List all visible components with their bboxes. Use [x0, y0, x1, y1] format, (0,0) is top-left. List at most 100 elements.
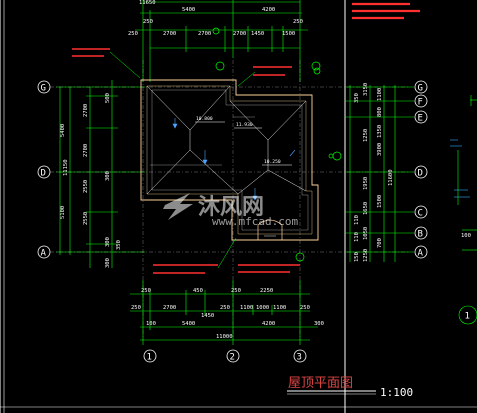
right-col1-4: 1050: [363, 227, 369, 240]
bot-r2-1: 1450: [201, 313, 214, 319]
bot-r2-6: 250: [300, 305, 310, 311]
right-col2-1: 800: [377, 107, 383, 117]
far-right-value: 100: [461, 233, 471, 239]
bot-r3-2: 4200: [262, 321, 275, 327]
roof-ridges: [146, 85, 307, 195]
top-dim-250b: 250: [293, 19, 303, 25]
top-markers: [212, 27, 321, 75]
drawing-scale: 1:100: [380, 386, 413, 399]
left-outer-1: 5100: [60, 206, 66, 219]
drawing-title: 屋顶平面图: [288, 376, 353, 391]
bot-r1-0: 250: [141, 288, 151, 294]
axis-left-g: G: [41, 84, 46, 94]
right-dimensions: [345, 85, 414, 262]
callout-labels: [72, 48, 300, 274]
top-total: 11650: [139, 0, 156, 6]
axis-right-f: F: [418, 98, 423, 108]
left-small-4: 350: [116, 240, 122, 250]
watermark-url: www.mfcad.com: [212, 215, 298, 228]
side-axis-bubble-1: 1: [465, 312, 470, 322]
bot-r2-2: 250: [220, 305, 230, 311]
general-notes: [352, 2, 420, 20]
axis-right-a: A: [418, 249, 424, 259]
left-total: 11150: [63, 159, 69, 176]
axis-right-d: D: [418, 169, 423, 179]
bot-r2-0: 250: [131, 305, 141, 311]
right-col1-1: 1250: [363, 129, 369, 142]
bot-r3-3: 300: [314, 321, 324, 327]
left-outer-0: 5400: [60, 124, 66, 137]
left-small-2: 300: [105, 237, 111, 247]
right-col1-2: 1950: [363, 177, 369, 190]
right-col2-2: 1350: [377, 125, 383, 138]
axis-bottom-1: 1: [147, 353, 152, 363]
left-dimensions: [56, 80, 145, 268]
top-dim-r2-2: 2700: [198, 31, 211, 37]
axis-right-b: B: [418, 230, 423, 240]
top-dim-r2-4: 2700: [233, 31, 246, 37]
elev-10800: 10.800: [196, 116, 213, 122]
dormer: [257, 219, 283, 240]
bot-r3-1: 5400: [182, 321, 195, 327]
watermark-brand: 沐风网: [198, 195, 264, 220]
elev-11930: 11.930: [236, 122, 253, 128]
slope-arrows: [172, 118, 296, 201]
bot-r1-4: 250: [231, 288, 241, 294]
elevation-marks: [195, 121, 292, 166]
right-col2-4: 1500: [377, 195, 383, 208]
axis-left-a: A: [41, 249, 47, 259]
elev-10250: 10.250: [264, 159, 281, 165]
axis-right-g: G: [418, 84, 423, 94]
right-small-1: 110: [354, 232, 360, 242]
bot-r1-1: 2700: [163, 305, 176, 311]
axis-right-e: E: [418, 114, 423, 124]
watermark: 沐风网 www.mfcad.com: [163, 193, 298, 228]
top-dim-250a: 250: [143, 19, 153, 25]
bot-r3-0: 100: [146, 321, 156, 327]
bot-r2-4: 1000: [256, 305, 269, 311]
left-inner-1: 2700: [83, 144, 89, 157]
roof-outline: [140, 79, 319, 241]
right-col2-3: 3900: [377, 143, 383, 156]
top-dimensions: [135, 0, 308, 82]
left-axis-bubbles: [37, 80, 51, 259]
right-small-0: 350: [354, 93, 360, 103]
top-dim-5400: 5400: [182, 7, 195, 13]
right-axis-bubbles: [414, 80, 428, 259]
right-small-2: 110: [354, 215, 360, 225]
axis-bottom-2: 2: [230, 353, 235, 363]
axis-bottom-3: 3: [297, 353, 302, 363]
bot-r1-2: 450: [193, 288, 203, 294]
top-dim-r2-0: 250: [128, 31, 138, 37]
right-col1-5: 1250: [363, 249, 369, 262]
watermark-logo-icon: [163, 193, 193, 220]
axis-left-d: D: [41, 169, 46, 179]
left-inner-2: 2550: [83, 180, 89, 193]
top-dim-r2-3: 1450: [251, 31, 264, 37]
plan-markers: [295, 151, 342, 262]
right-col1-3: 1650: [363, 202, 369, 215]
right-col2-5: 700: [377, 238, 383, 248]
left-small-1: 300: [105, 171, 111, 181]
left-inner-0: 2700: [83, 104, 89, 117]
detail-fragments: [450, 95, 477, 325]
bot-r1-3: 2250: [260, 288, 273, 294]
left-small-0: 500: [105, 93, 111, 103]
bot-r2-3: 1100: [240, 305, 253, 311]
bottom-axis-bubbles: [143, 349, 307, 363]
right-col2-0: 1100: [377, 88, 383, 101]
bot-r2-5: 1100: [273, 305, 286, 311]
bottom-dimensions: [130, 280, 318, 345]
right-total: 11600: [388, 169, 394, 186]
top-dim-r2-1: 2700: [163, 31, 176, 37]
right-col1-0: 3150: [363, 83, 369, 96]
callout-leaders: [109, 51, 256, 269]
axis-right-c: C: [418, 209, 423, 219]
right-small-3: 150: [354, 252, 360, 262]
bot-total: 11000: [216, 334, 233, 340]
left-small-3: 300: [105, 258, 111, 268]
top-dim-r2-5: 1500: [282, 31, 295, 37]
top-dim-4200: 4200: [262, 7, 275, 13]
left-inner-3: 2550: [83, 212, 89, 225]
